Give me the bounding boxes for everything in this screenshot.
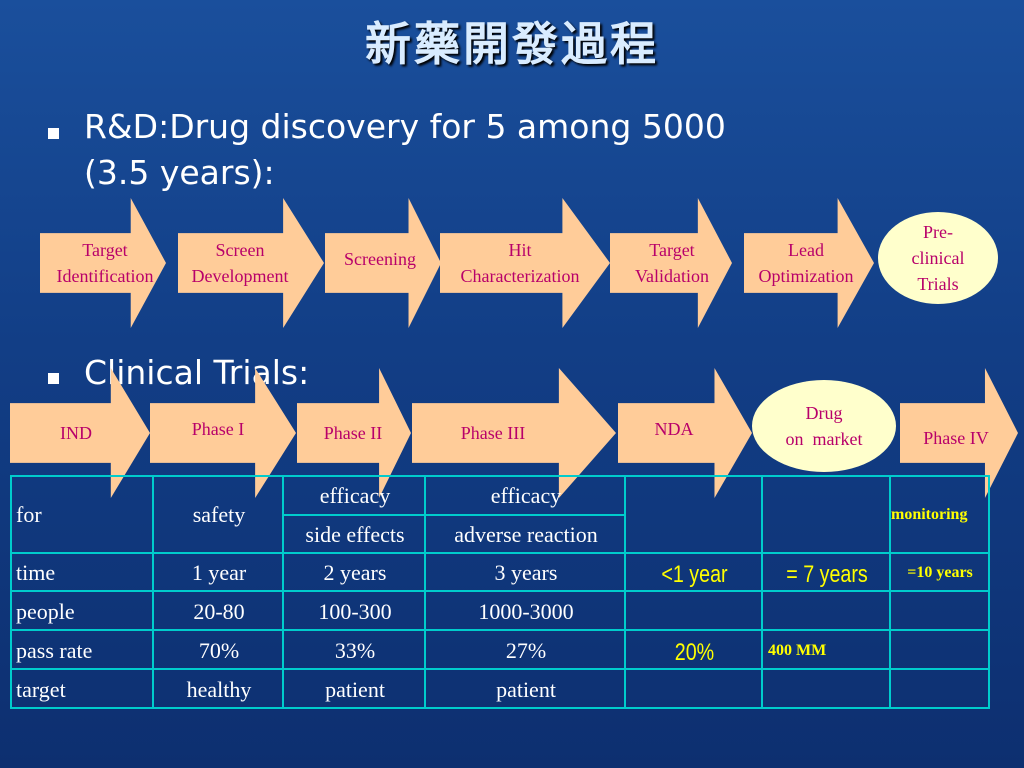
clinical-label: IND (60, 423, 92, 443)
row-label-target: target (16, 676, 66, 702)
pass-rate-phase1: 70% (198, 637, 240, 663)
rd-label: Screening (344, 249, 416, 269)
bullet-marker (48, 128, 59, 139)
rd-label: Target Identification (56, 240, 154, 286)
target-phase3: patient (496, 676, 556, 702)
clinical-label: Phase II (323, 423, 383, 443)
for-phase3-bottom: adverse reaction (454, 522, 598, 547)
row-label-time: time (16, 560, 56, 585)
clinical-table-grid (10, 475, 990, 709)
for-phase2-top: efficacy (319, 483, 391, 508)
rd-label: Screen Development (191, 240, 289, 286)
rd-arrow-target-identification: Target Identification (40, 198, 166, 328)
time-market: = 7 years (786, 561, 868, 588)
slide-title: 新藥開發過程 (365, 17, 659, 71)
rd-arrow-lead-optimization: Lead Optimization (744, 198, 874, 328)
rd-arrow-target-validation: Target Validation (610, 198, 732, 328)
for-phase1: safety (192, 502, 246, 527)
clinical-label: Phase IV (923, 428, 989, 448)
clinical-label: NDA (654, 419, 694, 439)
people-phase3: 1000-3000 (478, 598, 574, 624)
rd-arrow-screen-development: Screen Development (178, 198, 324, 328)
clinical-label: Phase III (460, 423, 526, 443)
target-phase1: healthy (186, 676, 252, 702)
time-phase2: 2 years (323, 560, 387, 585)
rd-label: Target Validation (635, 240, 709, 286)
rd-arrow-hit-characterization: Hit Characterization (440, 198, 610, 328)
pass-rate-phase3: 27% (505, 637, 547, 663)
rd-label: Hit Characterization (460, 240, 580, 286)
pass-rate-phase2: 33% (334, 637, 376, 663)
rd-arrow-screening: Screening (325, 198, 441, 328)
bullet-rd-line2: (3.5 years): (84, 153, 275, 192)
rd-oval-preclinical-trials: Pre- clinical Trials (878, 212, 998, 304)
clinical-label: Phase I (191, 419, 245, 439)
people-phase1: 20-80 (193, 598, 245, 624)
bullet-marker (48, 373, 59, 384)
time-phase3: 3 years (494, 560, 558, 585)
bullet-clinical-text: Clinical Trials: (84, 353, 310, 392)
row-label-pass-rate: pass rate (16, 637, 93, 663)
people-phase2: 100-300 (318, 598, 392, 624)
row-label-for: for (16, 502, 42, 527)
for-phase3-top: efficacy (490, 483, 562, 508)
time-phase1: 1 year (191, 560, 247, 585)
clinical-oval-drug-on-market: Drug on market (752, 380, 896, 472)
for-phase2-bottom: side effects (305, 522, 405, 547)
bullet-rd-line1: R&D:Drug discovery for 5 among 5000 (84, 107, 726, 146)
for-phase4: monitoring (891, 506, 968, 523)
row-label-people: people (16, 598, 75, 624)
time-phase4: =10 years (907, 564, 973, 581)
pass-rate-market: 400 MM (768, 641, 827, 659)
target-phase2: patient (325, 676, 385, 702)
rd-label: Lead Optimization (758, 240, 854, 286)
time-nda: <1 year (661, 561, 728, 588)
pass-rate-nda: 20% (674, 638, 715, 666)
